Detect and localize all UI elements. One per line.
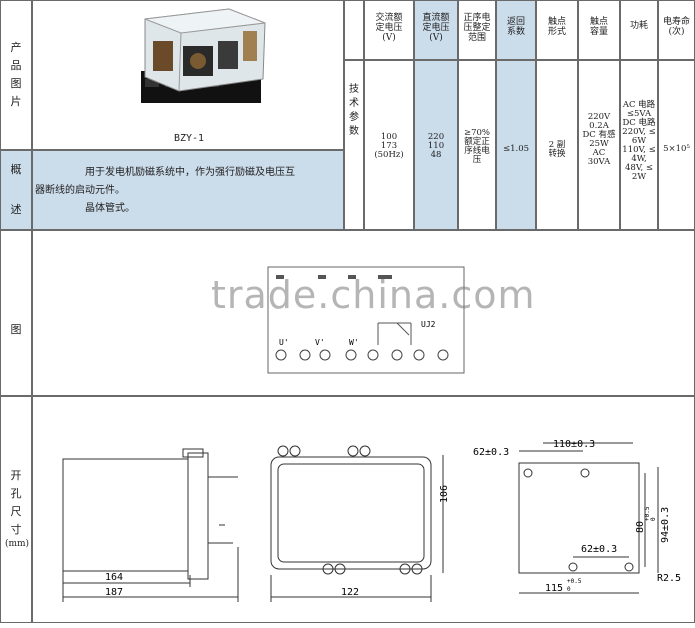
dim-115-tol: +0.5 <box>567 578 582 585</box>
dim-62-top: 62±0.3 <box>473 447 509 458</box>
label-cell-overview: 概 述 <box>0 150 32 230</box>
spec-header-ret: 返回系数 <box>496 0 536 60</box>
row-label-cutout-unit: (mm) <box>4 539 30 549</box>
spec-header-life: 电寿命(次) <box>658 0 695 60</box>
spec-header-dc: 直流额定电压(V) <box>414 0 458 60</box>
product-image-cell: BZY-1 <box>32 0 344 150</box>
spec-header-seq: 正序电压整定范围 <box>458 0 496 60</box>
dim-80-tol: +0.5 <box>644 506 651 521</box>
side-view-drawing <box>62 448 239 602</box>
dim-115-tol2: 0 <box>567 586 571 593</box>
spec-section-cell: 技术参数 <box>344 60 364 230</box>
row-label-overview-1: 概 <box>10 163 22 176</box>
spec-value-life: 5×10⁵ <box>658 60 695 230</box>
dim-r: R2.5 <box>657 573 681 584</box>
spec-header-contact-cap-text: 触点容量 <box>589 17 608 37</box>
phase-label-v: V' <box>315 338 325 347</box>
dim-80: 80 <box>635 521 646 533</box>
product-model-caption: BZY-1 <box>173 133 205 144</box>
spec-header-ac: 交流额定电压(V) <box>364 0 414 60</box>
spec-value-life-text: 5×10⁵ <box>663 144 690 154</box>
watermark: trade.china.com <box>211 273 536 317</box>
phase-label-u: U' <box>279 338 289 347</box>
spec-header-power: 功耗 <box>620 0 658 60</box>
dim-80-tol2: 0 <box>650 517 657 521</box>
spec-header-life-text: 电寿命(次) <box>662 17 690 37</box>
dim-164: 164 <box>105 572 123 583</box>
spec-header-contact-cap: 触点容量 <box>578 0 620 60</box>
spec-corner <box>344 0 364 60</box>
spec-value-contact-form: 2 副转换 <box>536 60 578 230</box>
dimension-drawings: 164 187 106 122 <box>62 439 681 602</box>
overview-line-3: 晶体管式。 <box>85 203 135 214</box>
label-cell-product: 产品图片 <box>0 0 32 150</box>
dim-115: 115 <box>545 583 563 594</box>
row-label-product: 产品图片 <box>10 41 22 108</box>
spec-value-ret-text: ≤1.05 <box>502 144 530 154</box>
front-view-drawing <box>270 445 444 602</box>
cutout-cell: 164 187 106 122 <box>32 396 695 623</box>
spec-value-seq-text: ≥70%额定正序线电压 <box>463 128 490 165</box>
spec-section-label: 技术参数 <box>349 84 359 137</box>
spec-value-contact-form-text: 2 副转换 <box>548 140 566 159</box>
spec-header-contact-form: 触点形式 <box>536 0 578 60</box>
phase-label-w: W' <box>349 338 359 347</box>
relay-photo <box>141 8 266 103</box>
spec-header-ac-text: 交流额定电压(V) <box>375 13 403 43</box>
row-label-cutout: 开孔尺寸 <box>10 469 22 536</box>
spec-value-ret: ≤1.05 <box>496 60 536 230</box>
overview-line-2: 器断线的启动元件。 <box>35 185 125 196</box>
spec-header-ret-text: 返回系数 <box>506 17 525 37</box>
dim-62-bottom: 62±0.3 <box>581 544 617 555</box>
wiring-diagram: UJ2 U' V' W' <box>267 266 465 374</box>
dim-110: 110±0.3 <box>553 439 595 450</box>
panel-cutout-drawing <box>518 442 659 594</box>
diagram-cell: UJ2 U' V' W' trade.china.com <box>32 230 695 396</box>
spec-value-seq: ≥70%额定正序线电压 <box>458 60 496 230</box>
spec-header-seq-text: 正序电压整定范围 <box>463 13 491 43</box>
relay-label: UJ2 <box>421 320 436 329</box>
row-label-overview-2: 述 <box>10 203 22 216</box>
spec-header-power-text: 功耗 <box>629 21 648 31</box>
overview-line-1: 用于发电机励磁系统中，作为强行励磁及电压互 <box>85 167 295 178</box>
label-cell-cutout: 开孔尺寸 (mm) <box>0 396 32 623</box>
row-label-diagram: 图 <box>10 323 22 336</box>
dim-106: 106 <box>439 485 450 503</box>
dim-94: 94±0.3 <box>660 507 671 543</box>
dim-122: 122 <box>341 587 359 598</box>
dim-187: 187 <box>105 587 123 598</box>
label-cell-diagram: 图 <box>0 230 32 396</box>
overview-cell: 用于发电机励磁系统中，作为强行励磁及电压互 器断线的启动元件。 晶体管式。 <box>32 150 344 230</box>
spec-header-contact-form-text: 触点形式 <box>547 17 566 37</box>
spec-header-dc-text: 直流额定电压(V) <box>422 13 450 43</box>
